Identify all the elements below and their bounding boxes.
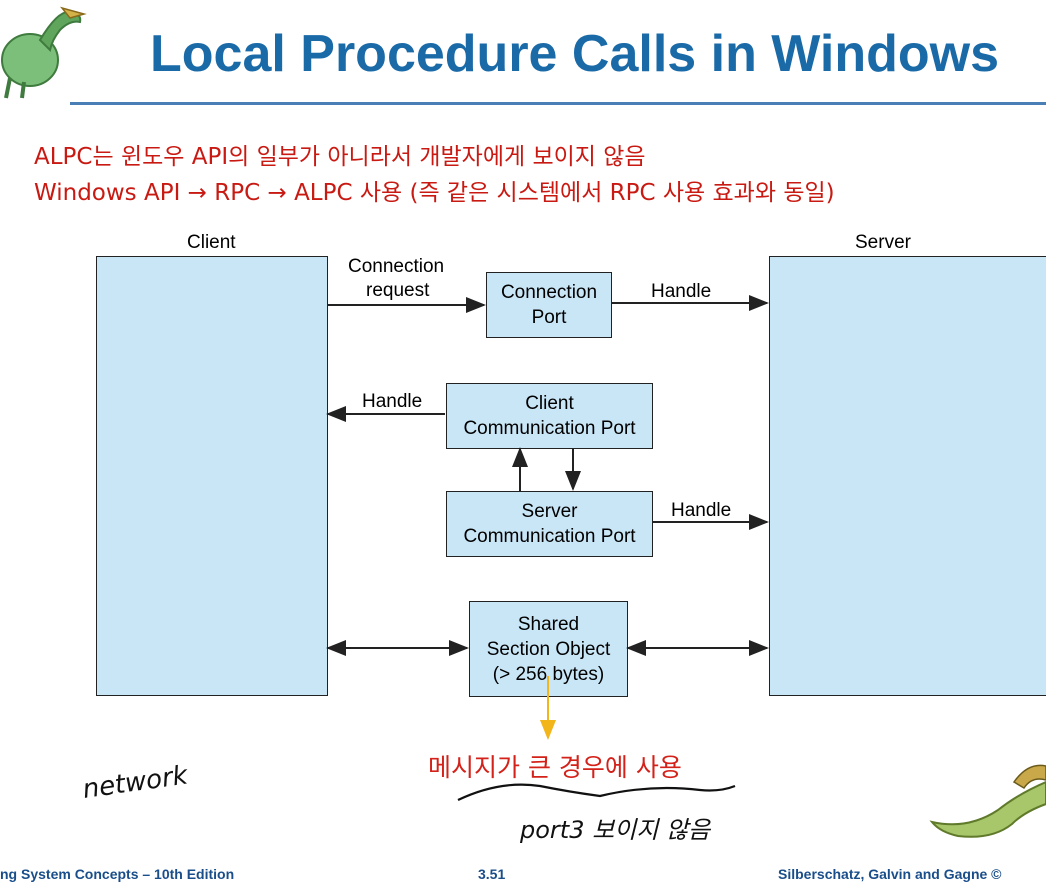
handle-label-server: Handle <box>671 500 732 521</box>
connection-request-label-1: Connection <box>348 256 445 277</box>
server-comm-port-label-1: Server <box>521 501 578 522</box>
handwritten-port: port3 보이지 않음 <box>519 816 712 844</box>
footer-authors: Silberschatz, Galvin and Gagne © <box>778 866 1002 882</box>
client-label: Client <box>187 232 236 253</box>
server-label: Server <box>855 232 911 253</box>
dinosaur-logo-top <box>1 6 87 99</box>
large-message-annotation: 메시지가 큰 경우에 사용 <box>428 753 682 782</box>
shared-label-3: (> 256 bytes) <box>492 663 605 685</box>
title-divider <box>70 102 1046 105</box>
client-communication-port-box: Client Communication Port <box>446 383 653 449</box>
handle-label-client: Handle <box>362 391 423 412</box>
dinosaur-logo-bottom <box>929 764 1046 838</box>
connection-request-label-2: request <box>366 280 430 301</box>
handwritten-underline <box>457 783 736 801</box>
page-title: Local Procedure Calls in Windows <box>150 25 1000 83</box>
connection-port-label-1: Connection <box>500 282 598 303</box>
handwritten-network: network <box>81 760 191 805</box>
connection-port-box: Connection Port <box>486 272 612 338</box>
handle-label-top: Handle <box>651 281 712 302</box>
client-process-box <box>96 256 328 696</box>
connection-port-label-2: Port <box>531 307 567 328</box>
server-process-box <box>769 256 1046 696</box>
client-comm-port-label-1: Client <box>525 393 574 414</box>
server-comm-port-label-2: Communication Port <box>463 526 636 547</box>
note-line-1: ALPC는 윈도우 API의 일부가 아니라서 개발자에게 보이지 않음 <box>34 144 646 170</box>
note-line-2: Windows API → RPC → ALPC 사용 (즉 같은 시스템에서 … <box>34 180 835 206</box>
footer-book-title: ng System Concepts – 10th Edition <box>0 866 235 882</box>
svg-text:port3 보이지 않음: port3 보이지 않음 <box>519 816 712 844</box>
svg-text:network: network <box>81 760 191 805</box>
shared-label-2: Section Object <box>486 638 611 660</box>
footer-page-number: 3.51 <box>478 866 506 882</box>
client-comm-port-label-2: Communication Port <box>463 418 636 439</box>
shared-label-1: Shared <box>517 613 580 635</box>
server-communication-port-box: Server Communication Port <box>446 491 653 557</box>
